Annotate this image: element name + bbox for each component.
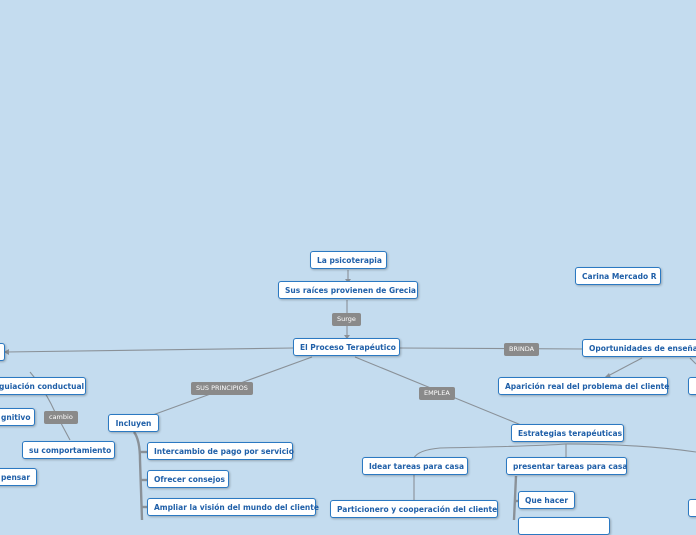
node-right-edge-1[interactable] — [688, 377, 696, 395]
node-ampliar-vision[interactable]: Ampliar la visión del mundo del cliente — [147, 498, 319, 516]
node-oportunidades-ensenanza[interactable]: Oportunidades de enseñanza — [582, 339, 696, 357]
arrow-left — [4, 349, 9, 355]
node-pensar[interactable]: pensar — [0, 468, 37, 486]
node-aparicion-problema[interactable]: Aparición real del problema del cliente — [498, 377, 669, 395]
tag-surge: Surge — [332, 313, 361, 326]
node-que-hacer[interactable]: Que hacer — [518, 491, 575, 509]
link-estrategias-right — [565, 443, 696, 453]
node-raices-grecia[interactable]: Sus raíces provienen de Grecia — [278, 281, 418, 299]
link-proceso-left — [5, 347, 294, 353]
node-estrategias-terapeuticas[interactable]: Estrategias terapéuticas — [511, 424, 624, 442]
arrow-aparicion — [604, 373, 611, 378]
link-estrategias-idear — [413, 443, 567, 459]
node-particionero-cooperacion[interactable]: Particionero y cooperación del cliente — [330, 500, 498, 518]
node-carina-mercado[interactable]: Carina Mercado R — [575, 267, 661, 285]
node-su-comportamiento[interactable]: su comportamiento — [22, 441, 115, 459]
trunk-incluyen — [133, 431, 144, 520]
node-incluyen[interactable]: Incluyen — [108, 414, 159, 432]
node-presentar-tareas[interactable]: presentar tareas para casa — [506, 457, 627, 475]
tag-brinda: BRINDA — [504, 343, 540, 356]
link-oportunidades-right — [689, 357, 696, 365]
node-intercambio-pago[interactable]: Intercambio de pago por servicio — [147, 442, 294, 460]
node-regulacion-conductual[interactable]: guiación conductual — [0, 377, 86, 395]
node-cognitivo[interactable]: gnitivo — [0, 408, 35, 426]
node-proceso-terapeutico[interactable]: El Proceso Terapéutico — [293, 338, 400, 356]
tag-sus-principios: SUS PRINCIPIOS — [191, 382, 253, 395]
node-left-edge[interactable] — [0, 343, 5, 361]
link-proceso-oportunidades — [398, 347, 584, 350]
node-right-edge-2[interactable] — [688, 499, 696, 517]
link-oportunidades-aparicion — [605, 357, 643, 378]
node-la-psicoterapia[interactable]: La psicoterapia — [310, 251, 387, 269]
tag-emplea: EMPLEA — [419, 387, 455, 400]
trunk-presentar — [512, 475, 518, 520]
node-ofrecer-consejos[interactable]: Ofrecer consejos — [147, 470, 229, 488]
arrow-proceso — [344, 335, 350, 339]
tag-cambio: cambio — [44, 411, 78, 424]
node-idear-tareas[interactable]: Idear tareas para casa — [362, 457, 468, 475]
